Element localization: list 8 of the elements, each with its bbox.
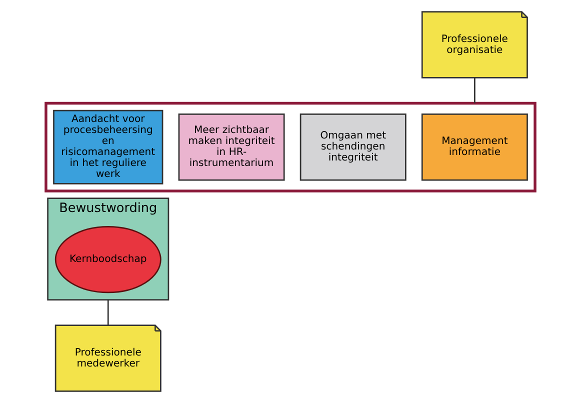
node-box: Aandacht voor procesbeheersing en risicomanagement in het reguliere werk <box>52 110 163 184</box>
node-box: Management informatie <box>420 114 528 181</box>
node-ellipse: Kernboodschap <box>54 226 161 294</box>
connector <box>474 78 475 104</box>
connector <box>106 300 108 326</box>
node-box: Omgaan met schendingen integriteit <box>299 114 406 181</box>
node-box: Meer zichtbaar maken integriteit in HR-instrumentarium <box>178 114 284 181</box>
cluster <box>44 102 536 192</box>
